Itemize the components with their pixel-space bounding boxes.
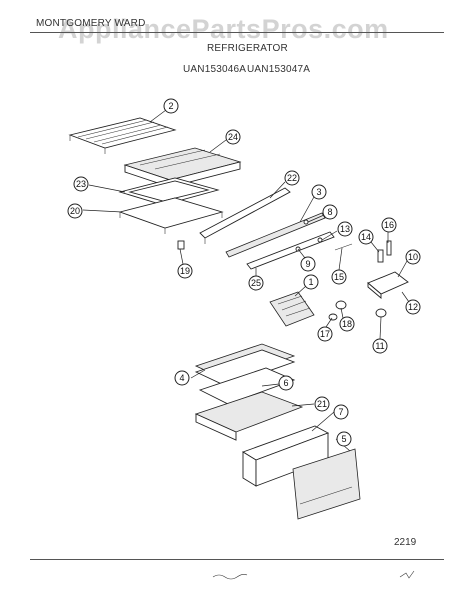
rail-3 (225, 212, 326, 258)
callout-9: 9 (300, 256, 316, 272)
crisper-cover-glass (123, 147, 242, 188)
svg-text:11: 11 (375, 341, 384, 351)
svg-text:8: 8 (327, 207, 332, 217)
svg-text:2: 2 (168, 101, 173, 111)
callout-5: 5 (336, 431, 352, 447)
control-housing-10 (367, 271, 409, 299)
callout-2: 2 (163, 98, 179, 114)
svg-text:4: 4 (179, 373, 184, 383)
callout-23: 23 (73, 176, 89, 192)
drawer-front-5 (292, 448, 361, 520)
brand-label: MONTGOMERY WARD (36, 18, 146, 29)
svg-text:16: 16 (384, 220, 394, 230)
callout-15: 15 (331, 269, 347, 285)
callout-16: 16 (381, 217, 397, 233)
svg-text:14: 14 (361, 232, 371, 242)
header-rule (30, 32, 444, 33)
callout-7: 7 (333, 404, 349, 420)
rail-22 (199, 187, 291, 244)
wire-shelf-upper (68, 117, 177, 154)
callout-11: 11 (372, 338, 388, 354)
bracket-19 (177, 240, 185, 250)
footer-rule (30, 559, 444, 560)
callout-24: 24 (225, 129, 241, 145)
callout-14: 14 (358, 229, 374, 245)
svg-text:17: 17 (320, 329, 330, 339)
callout-25: 25 (248, 275, 264, 291)
shelf-frame-20 (118, 197, 224, 234)
svg-text:23: 23 (76, 179, 86, 189)
footer-marks (212, 570, 415, 580)
callout-18: 18 (339, 316, 355, 332)
crisper-drawer-7 (241, 425, 330, 487)
svg-text:7: 7 (338, 407, 343, 417)
svg-text:6: 6 (283, 378, 288, 388)
svg-text:18: 18 (342, 319, 352, 329)
callout-19: 19 (177, 263, 193, 279)
callout-3: 3 (311, 184, 327, 200)
air-grille-1 (269, 291, 315, 327)
svg-text:19: 19 (180, 266, 190, 276)
crisper-cover-21 (194, 391, 304, 441)
diagram-code: 2219 (394, 537, 417, 548)
svg-text:21: 21 (317, 399, 327, 409)
callout-4: 4 (174, 370, 190, 386)
product-label: REFRIGERATOR (207, 43, 288, 54)
svg-text:13: 13 (340, 224, 350, 234)
model-number-b: UAN153047A (247, 64, 311, 75)
callout-10: 10 (405, 249, 421, 265)
callout-12: 12 (405, 299, 421, 315)
svg-text:22: 22 (287, 173, 297, 183)
callout-6: 6 (278, 375, 294, 391)
rail-25 (246, 231, 335, 270)
svg-text:10: 10 (408, 252, 418, 262)
svg-text:20: 20 (70, 206, 80, 216)
svg-text:15: 15 (334, 272, 344, 282)
callout-8: 8 (322, 204, 338, 220)
model-number-a: UAN153046A (183, 64, 247, 75)
callout-22: 22 (284, 170, 300, 186)
callout-21: 21 (314, 396, 330, 412)
callout-1: 1 (303, 274, 319, 290)
callout-13: 13 (337, 221, 353, 237)
knobs (328, 300, 387, 321)
glass-shelf-4 (194, 343, 296, 387)
svg-text:5: 5 (341, 434, 346, 444)
svg-text:9: 9 (305, 259, 310, 269)
shelf-frame-23 (118, 177, 220, 206)
shelf-frame-6 (198, 367, 296, 405)
leader-lines (82, 109, 410, 452)
svg-text:24: 24 (228, 132, 238, 142)
svg-text:12: 12 (408, 302, 418, 312)
watermark: AppliancePartsPros.com (58, 14, 389, 44)
callout-20: 20 (67, 203, 83, 219)
svg-text:3: 3 (316, 187, 321, 197)
svg-text:1: 1 (308, 277, 313, 287)
callout-17: 17 (317, 326, 333, 342)
small-hardware (295, 219, 392, 263)
svg-text:25: 25 (251, 278, 261, 288)
